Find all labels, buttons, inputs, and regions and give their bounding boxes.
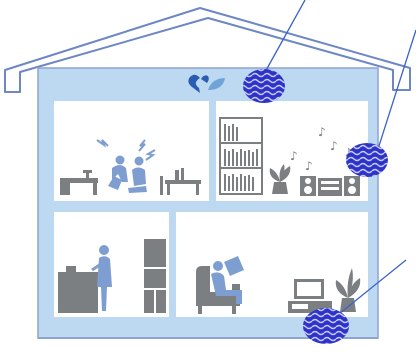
svg-text:♪: ♪ [305, 159, 313, 173]
upper-left-room [54, 101, 209, 201]
svg-text:♪: ♪ [330, 139, 338, 153]
svg-text:♪: ♪ [318, 125, 326, 139]
speaker-icon [300, 176, 360, 196]
refrigerator-icon [144, 239, 166, 313]
svg-text:♪: ♪ [290, 149, 298, 163]
kitchen-counter-icon [58, 266, 98, 313]
